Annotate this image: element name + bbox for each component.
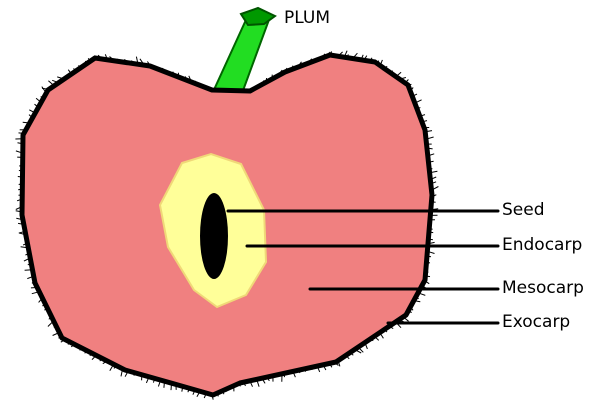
seed-kernel — [200, 193, 228, 279]
mesocarp-label: Mesocarp — [502, 280, 584, 297]
diagram-title: PLUM — [284, 10, 330, 27]
endocarp-label: Endocarp — [502, 237, 582, 254]
exocarp-label: Exocarp — [502, 314, 570, 331]
seed-label: Seed — [502, 202, 545, 219]
